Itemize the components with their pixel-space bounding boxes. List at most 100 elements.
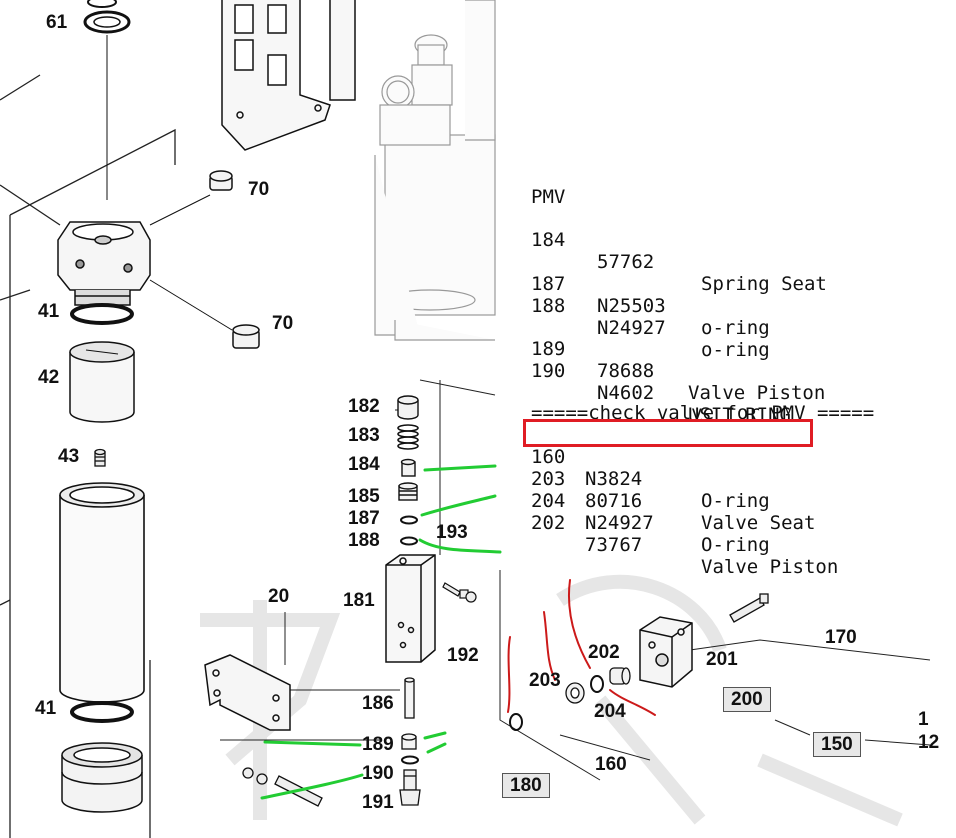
callout-41-bottom: 41 — [35, 698, 57, 719]
assembly-label-150: 150 — [813, 732, 861, 757]
part-number: 189 — [531, 338, 566, 360]
callout-185: 185 — [348, 486, 380, 507]
part-183-spring — [397, 424, 419, 450]
part-number: 160 — [531, 446, 566, 468]
callout-41-top: 41 — [38, 301, 60, 322]
part-code: N4602 — [597, 382, 655, 404]
callout-42: 42 — [38, 367, 60, 388]
part-number: 203 — [531, 468, 566, 490]
part-191-fitting — [399, 769, 421, 806]
part-description: Valve Piston — [688, 382, 826, 404]
part-number: 202 — [531, 512, 566, 534]
part-182-cap — [397, 395, 419, 420]
green-markup-strokes — [260, 464, 502, 800]
callout-201: 201 — [706, 649, 738, 670]
assembly-label-180: 180 — [502, 773, 550, 798]
part-188-oring — [400, 536, 418, 546]
mounting-bracket-top — [221, 0, 356, 151]
watermark — [200, 574, 903, 827]
callout-61: 61 — [46, 12, 68, 33]
part-number: 188 — [531, 295, 566, 317]
highlight-box-160-oring — [523, 419, 813, 447]
parts-list-header: PMV — [531, 186, 566, 208]
part-203-seat — [565, 682, 585, 704]
check-valve-separator: =====check valve for PMV ===== — [531, 402, 875, 424]
valve-head-block — [57, 221, 151, 306]
leader-lines — [220, 379, 931, 781]
check-valve-row: 202 73767 Valve Piston — [531, 490, 838, 578]
part-204-oring — [590, 675, 604, 693]
part-193-screw — [442, 582, 469, 599]
callout-43: 43 — [58, 446, 80, 467]
part-description: O-ring — [701, 490, 770, 512]
part-description: o-ring — [701, 339, 770, 361]
part-189-piston — [401, 733, 417, 750]
part-43-screw — [94, 448, 106, 467]
part-70-plug-top — [149, 170, 233, 226]
part-160-oring — [509, 713, 523, 731]
callout-188: 188 — [348, 530, 380, 551]
part-170-screw — [729, 593, 769, 623]
callout-189: 189 — [362, 734, 394, 755]
part-code: 73767 — [585, 534, 643, 556]
callout-184: 184 — [348, 454, 380, 475]
callout-202: 202 — [588, 642, 620, 663]
parts-row: 189 78688 Valve Piston — [531, 316, 825, 404]
part-190-ring — [401, 755, 419, 765]
parts-row: 190 N4602 USIT RING — [531, 338, 791, 426]
part-code: N25503 — [597, 295, 666, 317]
callout-70-bottom: 70 — [272, 313, 294, 334]
callout-70-top: 70 — [248, 179, 270, 200]
housing-outline-left — [0, 74, 176, 838]
callout-187: 187 — [348, 508, 380, 529]
part-201-block — [639, 616, 693, 688]
part-186-pin — [404, 677, 415, 719]
part-187-oring — [400, 515, 418, 525]
callout-182: 182 — [348, 396, 380, 417]
callout-193: 193 — [436, 522, 468, 543]
part-description: Valve Seat — [701, 512, 816, 534]
part-description: Spring Seat — [701, 273, 827, 295]
part-code: 78688 — [597, 360, 655, 382]
callout-20: 20 — [268, 586, 290, 607]
part-41-ring-bottom — [70, 701, 134, 723]
part-code: 57762 — [597, 251, 655, 273]
callout-192: 192 — [447, 645, 479, 666]
part-number: 187 — [531, 273, 566, 295]
part-code: N24927 — [597, 317, 666, 339]
callout-203: 203 — [529, 670, 561, 691]
part-code: N24927 — [585, 512, 654, 534]
callout-183: 183 — [348, 425, 380, 446]
check-valve-row: 160 N3824 O-ring — [531, 424, 770, 512]
callout-204: 204 — [594, 701, 626, 722]
callout-170: 170 — [825, 627, 857, 648]
part-184-spring-seat — [400, 458, 416, 477]
parts-row: 187 N25503 o-ring — [531, 251, 770, 339]
callout-191: 191 — [362, 792, 394, 813]
main-cylinder — [59, 482, 145, 703]
part-192-nut — [465, 591, 477, 603]
parts-row: 184 57762 Spring Seat — [531, 207, 827, 295]
callout-186: 186 — [362, 693, 394, 714]
part-70-plug-bottom — [149, 279, 260, 349]
part-code: N3824 — [585, 468, 643, 490]
part-code: 80716 — [585, 490, 643, 512]
part-description: O-ring — [701, 534, 770, 556]
callout-181: 181 — [343, 590, 375, 611]
part-number: 184 — [531, 229, 566, 251]
part-42-piston — [69, 341, 135, 423]
part-181-valve-block — [385, 554, 436, 663]
check-valve-row: 203 80716 Valve Seat — [531, 446, 815, 534]
parts-row: 188 N24927 o-ring — [531, 273, 770, 361]
part-number: 190 — [531, 360, 566, 382]
assembly-label-200: 200 — [723, 687, 771, 712]
pump-assembly-faint — [374, 0, 496, 341]
bottom-cap — [61, 742, 143, 813]
callout-partial-right-2: 12 — [918, 732, 940, 753]
part-61-ring — [83, 0, 131, 200]
part-description: Valve Piston — [701, 556, 839, 578]
part-description: o-ring — [701, 317, 770, 339]
part-202-piston — [609, 667, 631, 685]
check-valve-row: 204 N24927 O-ring — [531, 468, 770, 556]
